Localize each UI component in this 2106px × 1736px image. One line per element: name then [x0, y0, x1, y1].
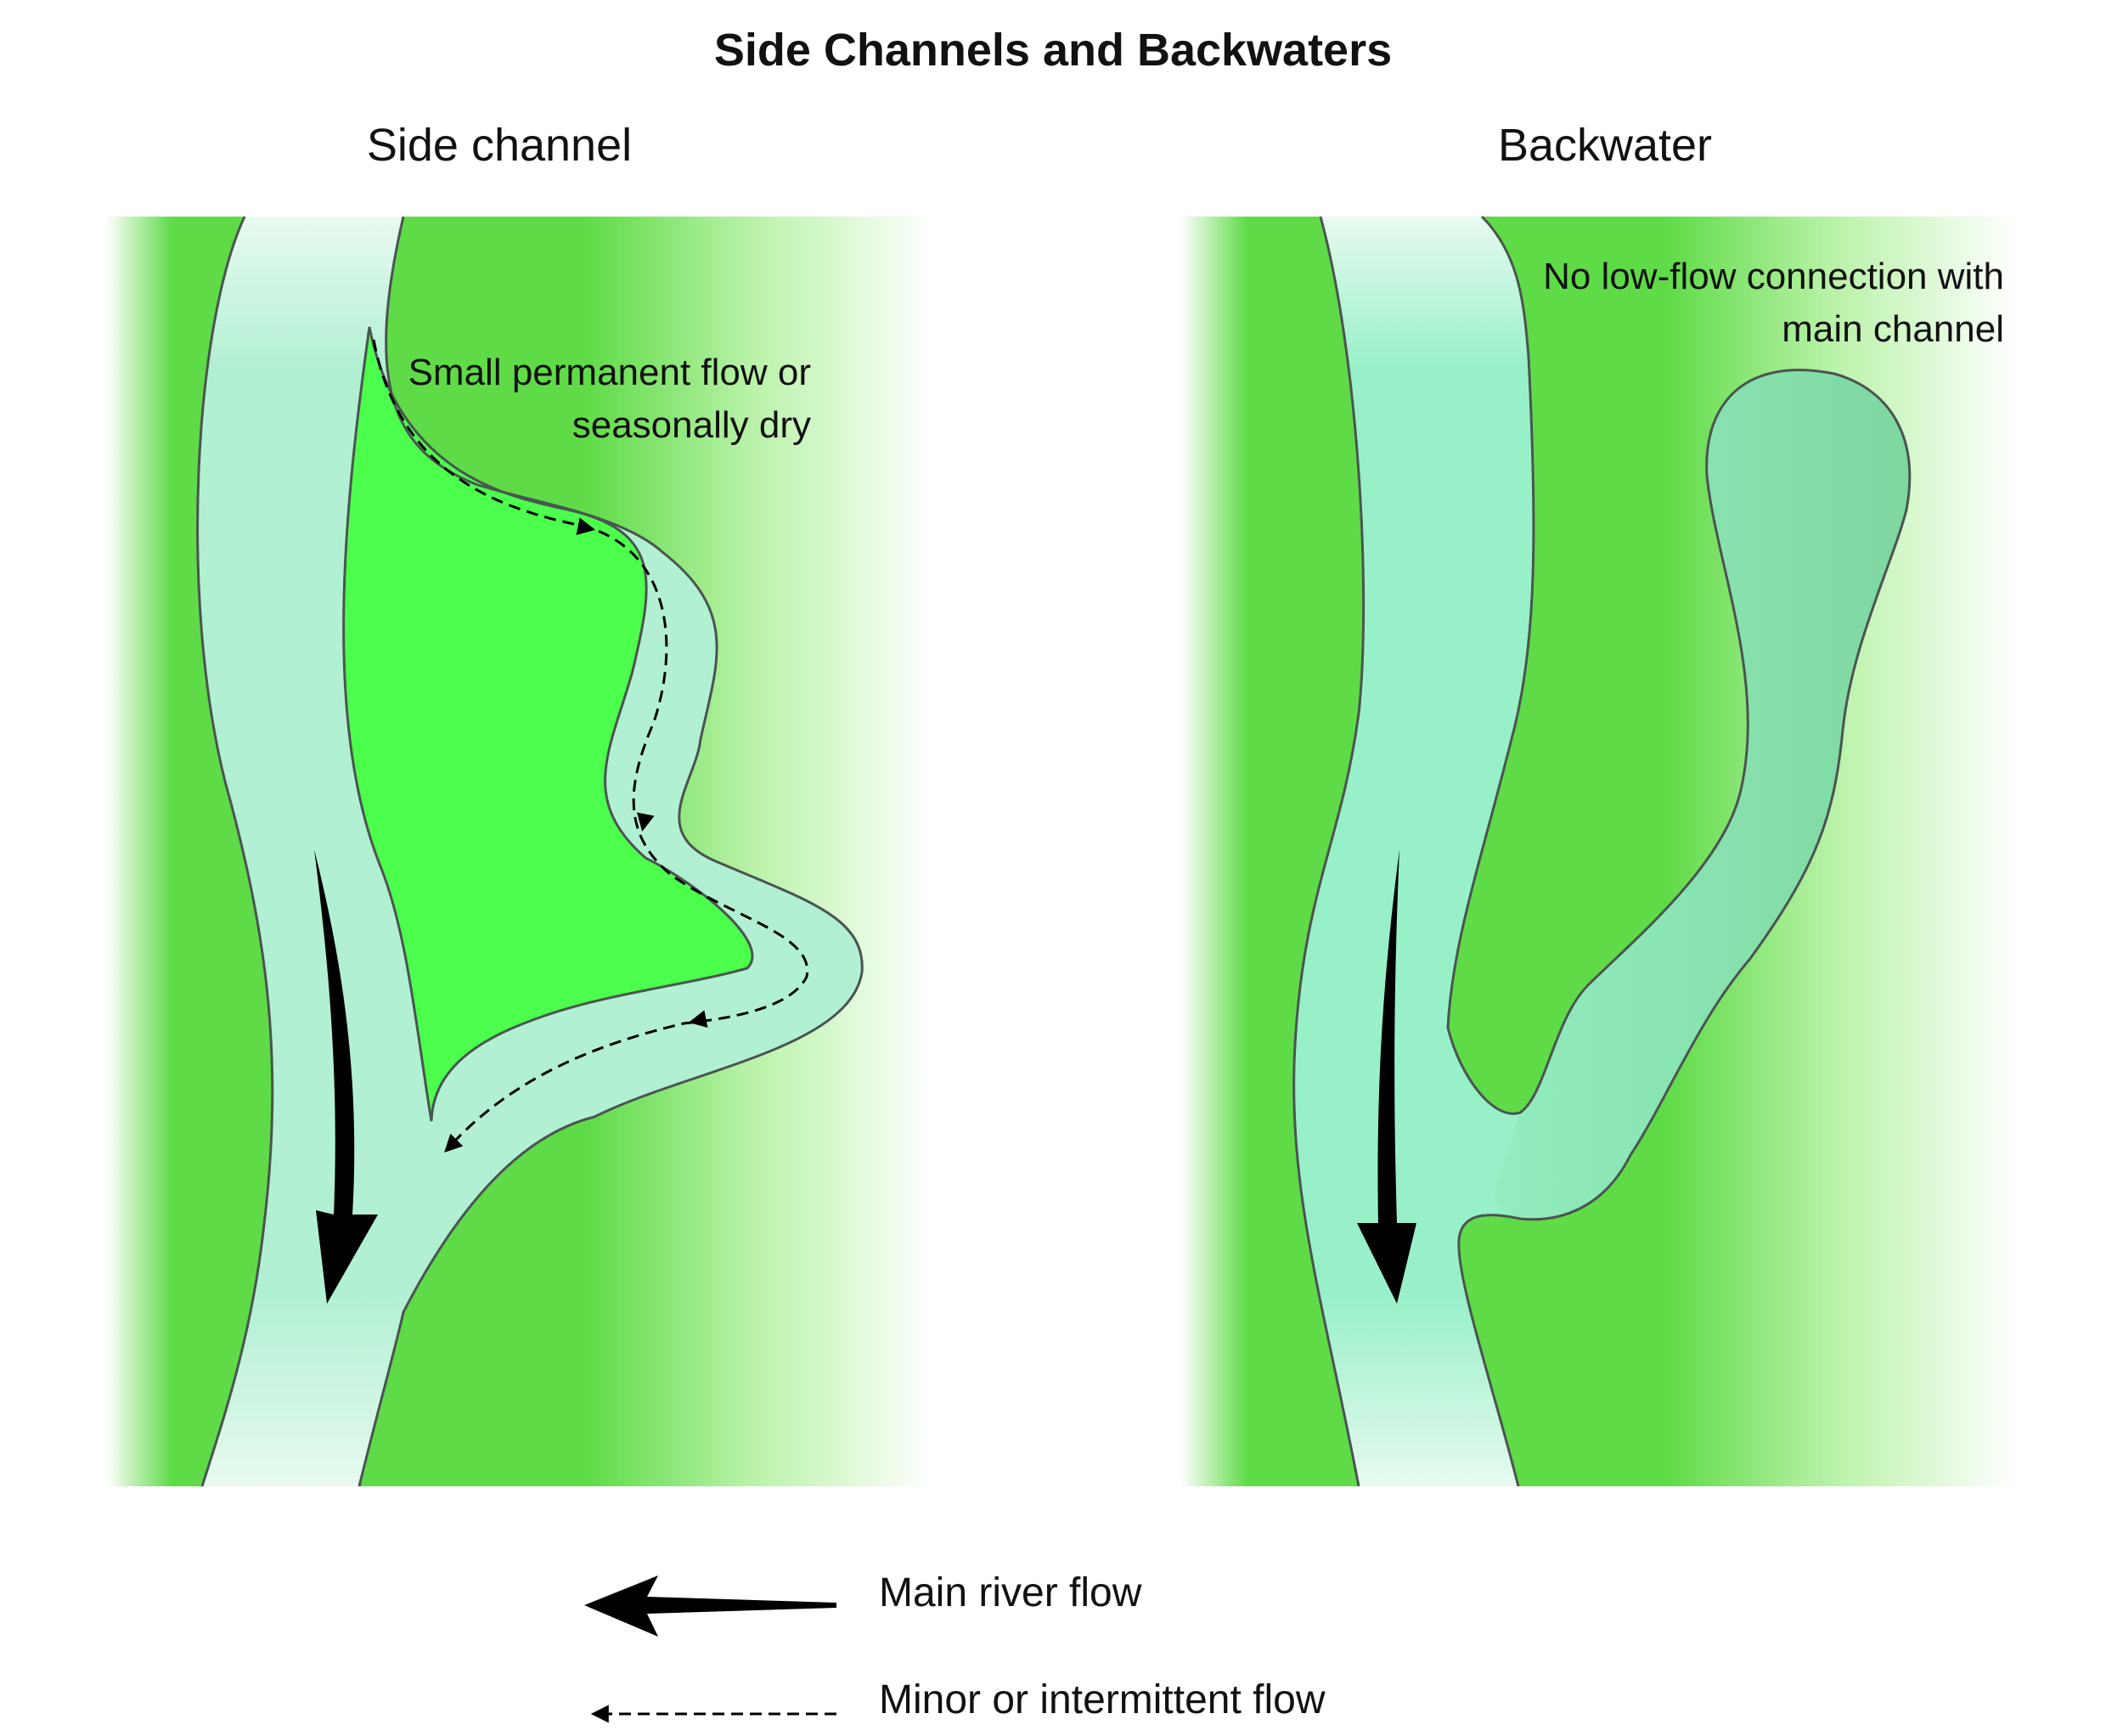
island: [342, 326, 754, 1122]
backwater-left-bank: [1292, 216, 1366, 1487]
backwater-diagram: [1180, 215, 2017, 1487]
side-channel-panel-title: Side channel: [366, 120, 633, 171]
minor-flow-arrowhead-2: [636, 812, 655, 832]
main-channel-left-bank: [196, 216, 274, 1487]
minor-flow-path: [372, 339, 809, 1152]
minor-flow-arrowhead-4: [444, 1133, 464, 1153]
main-flow-arrow-right: [1357, 849, 1416, 1304]
floodplain-land-right: [1180, 217, 2017, 1486]
backwater-right-bank: [1446, 215, 1912, 1487]
minor-flow-arrowhead-1: [576, 517, 596, 536]
legend-minor-flow-label: Minor or intermittent flow: [879, 1677, 1326, 1722]
backwater-panel-title: Backwater: [1497, 120, 1713, 171]
backwater-note: No low-flow connection with main channel: [1543, 256, 2004, 350]
backwater-pool: [1495, 369, 1910, 1220]
main-channel-right-bank: [358, 216, 864, 1487]
legend-main-flow-arrow: [584, 1575, 836, 1637]
side-channel-note: Small permanent flow or seasonally dry: [408, 352, 811, 446]
legend-main-flow-label: Main river flow: [879, 1570, 1142, 1615]
legend: [584, 1575, 836, 1723]
figure-title: Side Channels and Backwaters: [713, 25, 1393, 76]
side-channel-diagram: [106, 216, 934, 1487]
minor-flow-arrowhead-3: [688, 1010, 708, 1029]
main-flow-arrow-left: [314, 849, 378, 1304]
